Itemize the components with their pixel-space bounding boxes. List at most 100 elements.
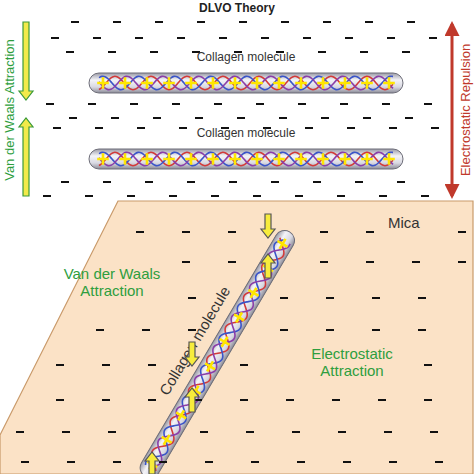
negative-charge [251,461,259,463]
negative-charge [326,297,334,299]
negative-charge [159,461,167,463]
negative-charge [211,195,219,197]
negative-charge [318,51,326,53]
positive-charge [233,311,245,323]
negative-charge [205,461,213,463]
helix-strand [99,76,393,89]
negative-charge [424,399,432,401]
negative-charge [61,181,69,183]
negative-charge [136,231,144,233]
negative-charge [297,461,305,463]
positive-charge [341,155,350,164]
negative-charge [261,37,269,39]
rod-body [89,149,403,169]
positive-charge [146,458,158,470]
molecule-label: Collagen molecule [88,50,404,64]
negative-charge [280,329,288,331]
negative-charge [397,181,405,183]
negative-charge [95,127,103,129]
negative-charge [338,431,346,433]
positive-charge [262,262,274,274]
negative-charge [389,127,397,129]
positive-charge [189,385,201,397]
negative-charge [237,117,245,119]
negative-charge [343,461,351,463]
negative-charge [240,399,248,401]
positive-charge [209,155,218,164]
negative-charge [177,37,185,39]
rod-body [89,73,403,93]
positive-charge [204,360,216,372]
negative-charge [421,195,429,197]
negative-charge [292,431,300,433]
negative-charge [228,231,236,233]
negative-charge [102,364,110,366]
negative-charge [303,37,311,39]
negative-charge [429,37,437,39]
positive-charge [143,155,152,164]
negative-charge [127,195,135,197]
negative-charge [43,195,51,197]
negative-charge [418,329,426,331]
negative-charge [130,103,138,105]
force-arrow [261,254,275,278]
positive-charge [297,155,306,164]
negative-charge [384,431,392,433]
negative-charge [280,297,288,299]
negative-charge [347,127,355,129]
negative-charge [246,431,254,433]
positive-charge [218,336,230,348]
negative-charge [239,21,247,23]
negative-charge [435,461,443,463]
rod-graphic [88,72,404,94]
positive-charge [247,287,259,299]
negative-charge [67,461,75,463]
negative-charge [281,21,289,23]
negative-charge [113,461,121,463]
positive-charge [187,79,196,88]
negative-charge [46,103,54,105]
negative-charge [345,37,353,39]
negative-charge [108,431,116,433]
attraction-arrow [19,22,33,100]
negative-charge [321,117,329,119]
negative-charge [145,181,153,183]
negative-charge [389,461,397,463]
negative-charge [194,399,202,401]
force-arrow [185,388,199,412]
negative-charge [187,181,195,183]
helix-strand [99,152,393,165]
negative-charge [103,181,111,183]
rod-graphic [88,148,404,170]
helix-strand [144,237,290,471]
negative-charge [431,127,439,129]
negative-charge [407,21,415,23]
negative-charge [458,261,466,263]
negative-charge [365,21,373,23]
negative-charge [51,37,59,39]
negative-charge [313,181,321,183]
negative-charge [379,195,387,197]
negative-charge [88,103,96,105]
positive-charge [253,79,262,88]
negative-charge [295,195,303,197]
negative-charge [188,329,196,331]
attraction-arrow [19,118,33,196]
negative-charge [148,399,156,401]
positive-charge [99,155,108,164]
negative-charge [298,103,306,105]
positive-charge [319,79,328,88]
negative-charge [111,117,119,119]
positive-charge [319,155,328,164]
negative-charge [182,261,190,263]
negative-charge [372,297,380,299]
positive-charge [275,79,284,88]
positive-charge [341,79,350,88]
negative-charge [214,103,222,105]
negative-charge [382,103,390,105]
negative-charge [279,117,287,119]
negative-charge [102,399,110,401]
collagen-molecule: Collagen molecule [88,126,404,170]
positive-charge [253,155,262,164]
